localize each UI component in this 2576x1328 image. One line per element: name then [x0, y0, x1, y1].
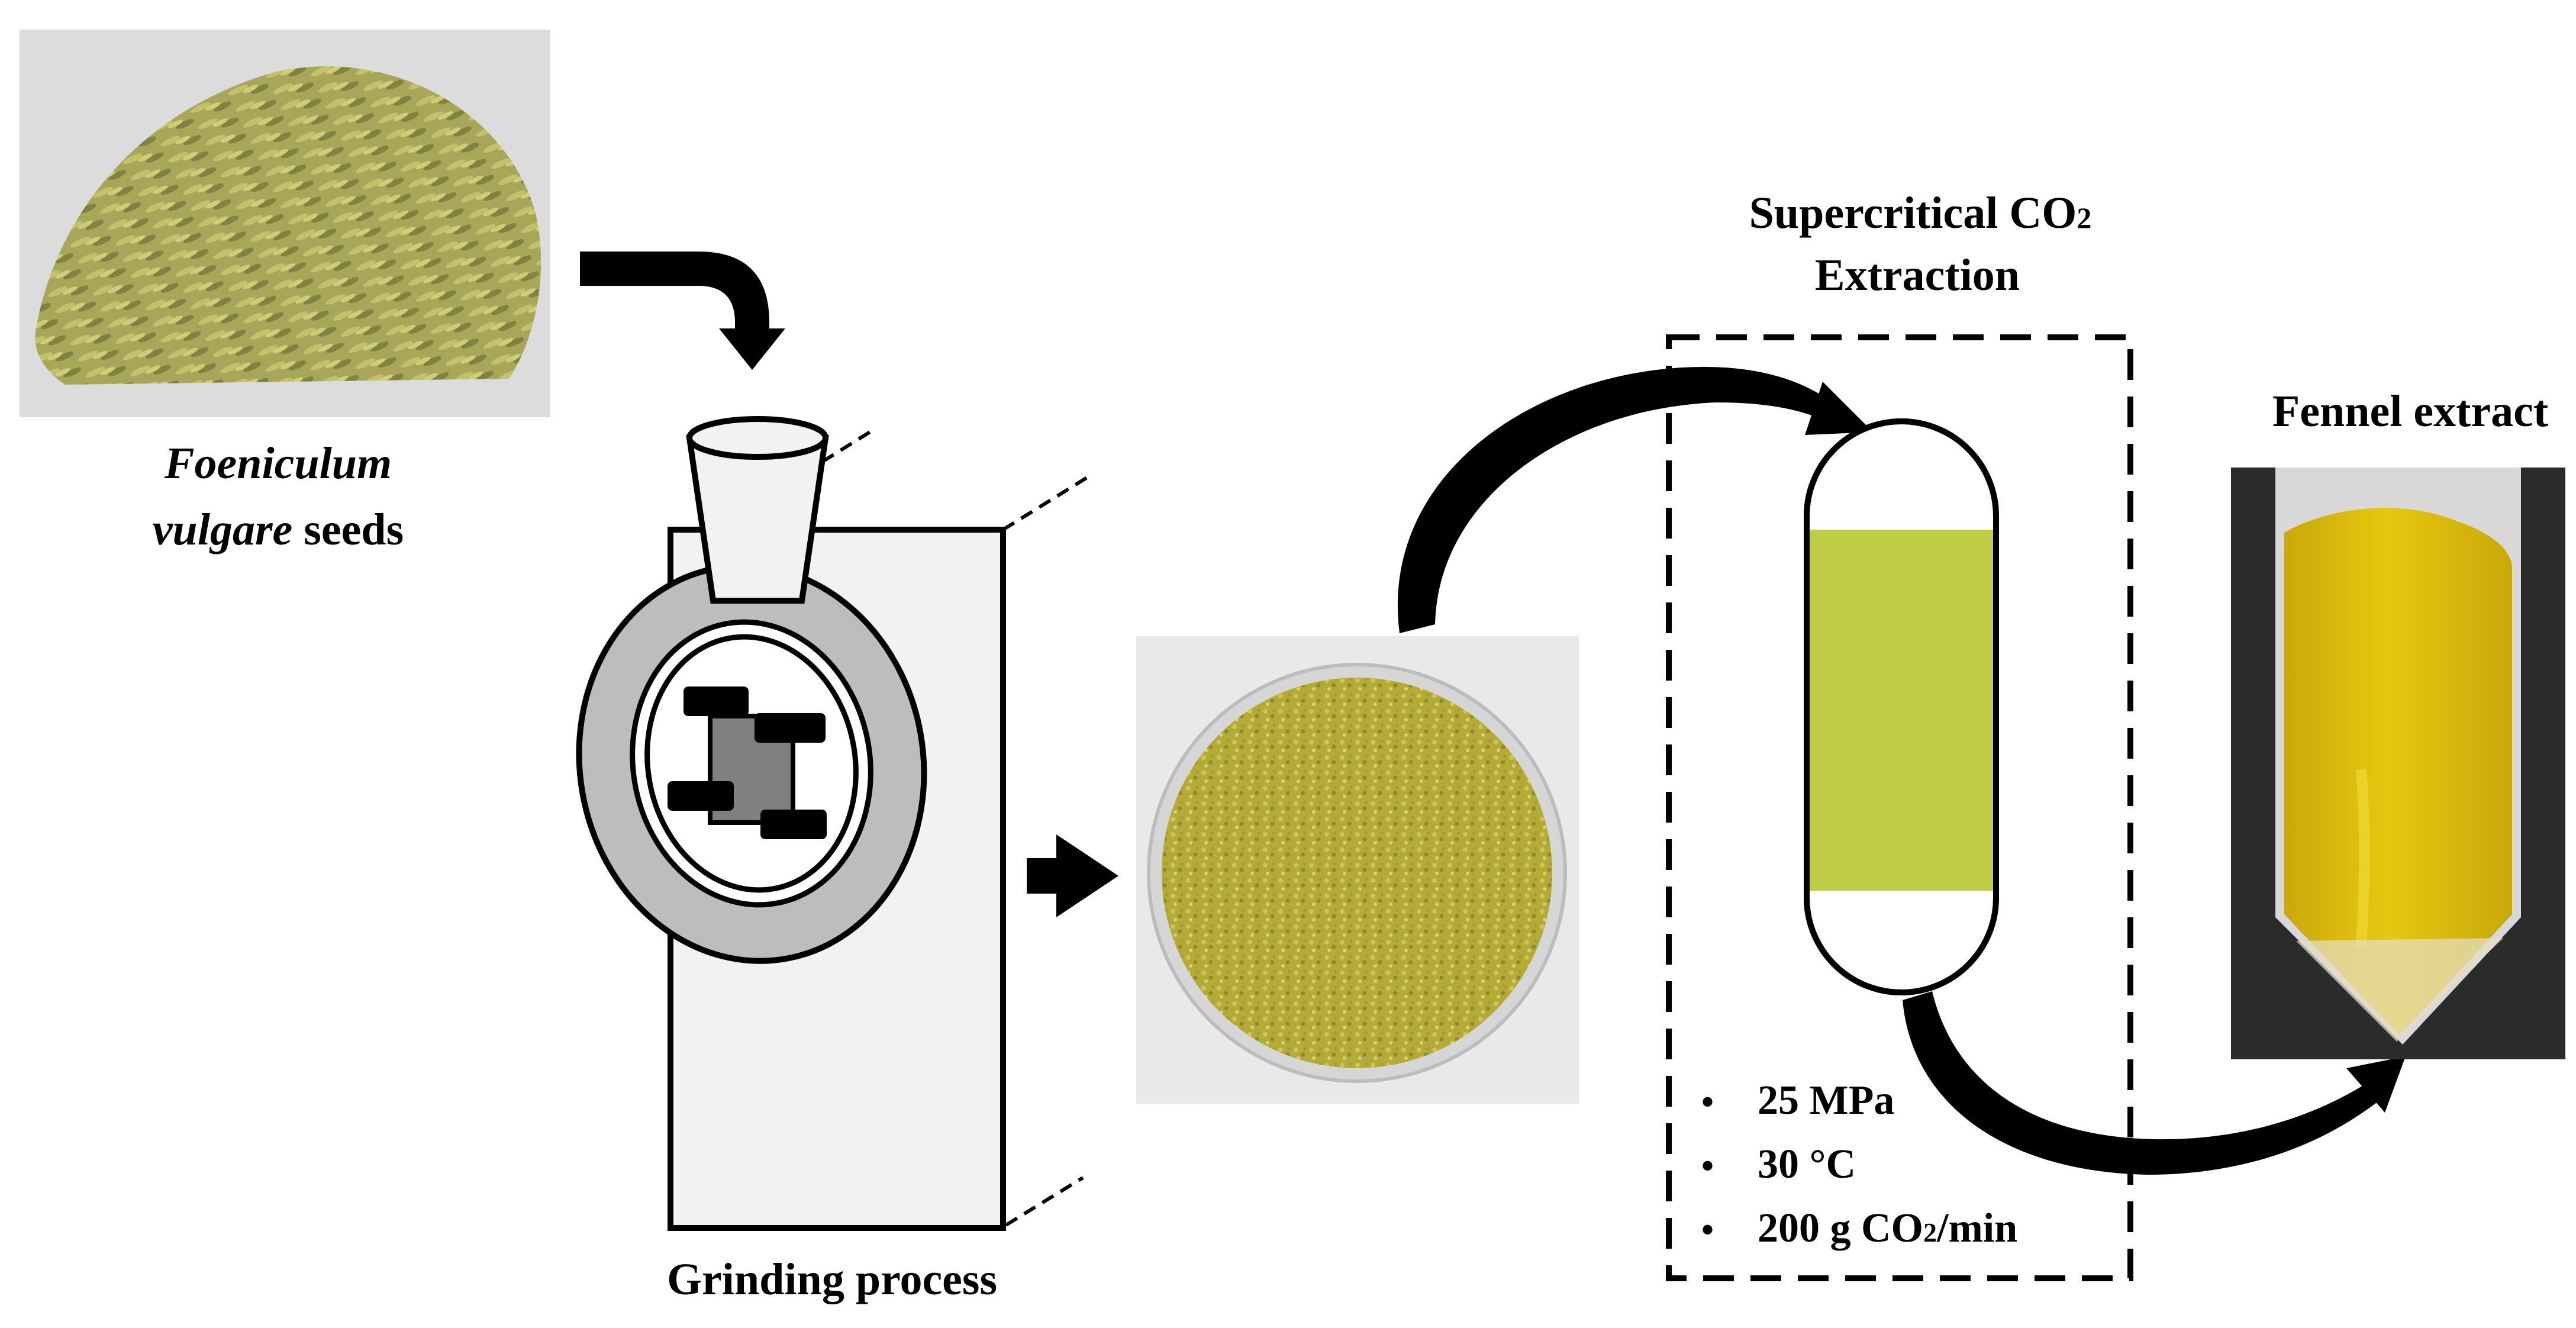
grinder-illustration [576, 416, 1090, 1231]
condition-temperature: 30 °C [1758, 1142, 1856, 1187]
sfe-title-line2: Extraction [1815, 250, 2020, 300]
seeds-label-line2: vulgare seeds [153, 505, 404, 555]
seeds-label-line1: Foeniculum [164, 439, 392, 488]
grinder-hopper [686, 435, 829, 604]
ground-seeds-photo [1136, 636, 1579, 1104]
arrow-ground-to-column [1397, 367, 1873, 633]
arrow-seeds-to-grinder [580, 252, 785, 370]
conditions-list: • 25 MPa • 30 °C • 200 g CO2/min [1701, 1078, 2017, 1251]
condition-bullet: • [1701, 1146, 1714, 1185]
grinding-label: Grinding process [667, 1255, 997, 1304]
condition-bullet: • [1701, 1082, 1714, 1121]
condition-bullet: • [1701, 1210, 1714, 1249]
sfe-dashed-box [1666, 334, 2133, 1281]
extract-label: Fennel extract [2272, 386, 2548, 436]
extraction-column [1804, 418, 1999, 995]
column-packed-bed [1810, 530, 1993, 891]
condition-pressure: 25 MPa [1758, 1078, 1894, 1123]
grinder-blade [668, 686, 827, 839]
condition-flow-rate: 200 g CO2/min [1758, 1205, 2017, 1251]
fennel-seeds-photo [20, 30, 550, 417]
arrow-column-to-extract [1903, 991, 2406, 1175]
arrow-grinder-to-ground [1027, 834, 1118, 917]
fennel-extract-photo [2231, 468, 2565, 1059]
sfe-title-line1: Supercritical CO2 [1749, 188, 2092, 238]
